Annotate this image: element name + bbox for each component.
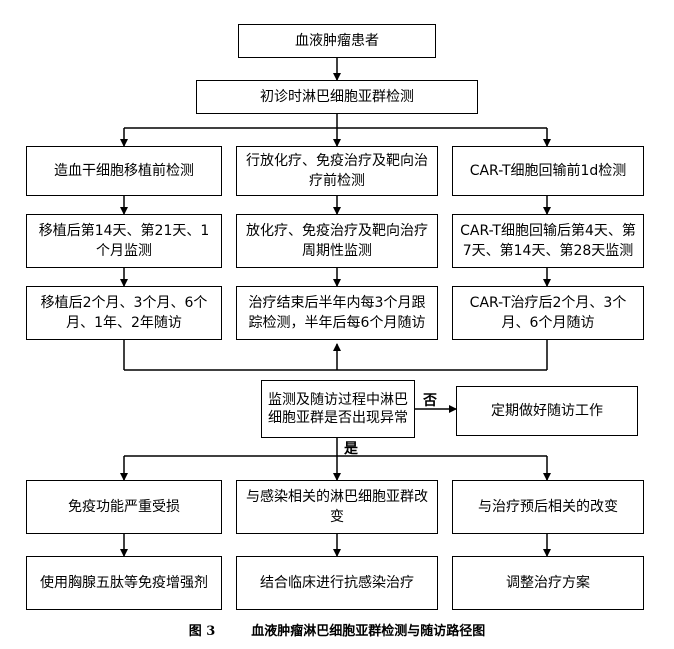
figure-caption: 图 3 血液肿瘤淋巴细胞亚群检测与随访路径图 <box>0 617 674 641</box>
node-hsct-monitor: 移植后第14天、第21天、1个月监测 <box>26 214 222 268</box>
node-hsct-pre-test: 造血干细胞移植前检测 <box>26 146 222 196</box>
node-therapy-pre-test: 行放化疗、免疫治疗及靶向治疗前检测 <box>236 146 438 196</box>
node-anti-infection: 结合临床进行抗感染治疗 <box>236 556 438 610</box>
node-hsct-followup: 移植后2个月、3个月、6个月、1年、2年随访 <box>26 286 222 340</box>
node-immune-damage: 免疫功能严重受损 <box>26 480 222 534</box>
node-patient: 血液肿瘤患者 <box>238 24 436 58</box>
node-cart-followup: CAR-T治疗后2个月、3个月、6个月随访 <box>452 286 644 340</box>
node-cart-monitor: CAR-T细胞回输后第4天、第7天、第14天、第28天监测 <box>452 214 644 268</box>
node-therapy-monitor: 放化疗、免疫治疗及靶向治疗周期性监测 <box>236 214 438 268</box>
node-decision: 监测及随访过程中淋巴细胞亚群是否出现异常 <box>261 380 415 438</box>
node-prognosis-change: 与治疗预后相关的改变 <box>452 480 644 534</box>
edge-label-yes: 是 <box>344 441 358 457</box>
node-thymopentin: 使用胸腺五肽等免疫增强剂 <box>26 556 222 610</box>
node-adjust-therapy: 调整治疗方案 <box>452 556 644 610</box>
node-infection-change: 与感染相关的淋巴细胞亚群改变 <box>236 480 438 534</box>
node-therapy-followup: 治疗结束后半年内每3个月跟踪检测，半年后每6个月随访 <box>236 286 438 340</box>
node-initial-test: 初诊时淋巴细胞亚群检测 <box>196 80 478 114</box>
figure-number: 图 3 <box>188 623 216 639</box>
edge-label-no: 否 <box>423 393 437 409</box>
node-regular-followup: 定期做好随访工作 <box>456 386 638 436</box>
figure-title: 血液肿瘤淋巴细胞亚群检测与随访路径图 <box>251 623 486 639</box>
node-cart-pre-test: CAR-T细胞回输前1d检测 <box>452 146 644 196</box>
